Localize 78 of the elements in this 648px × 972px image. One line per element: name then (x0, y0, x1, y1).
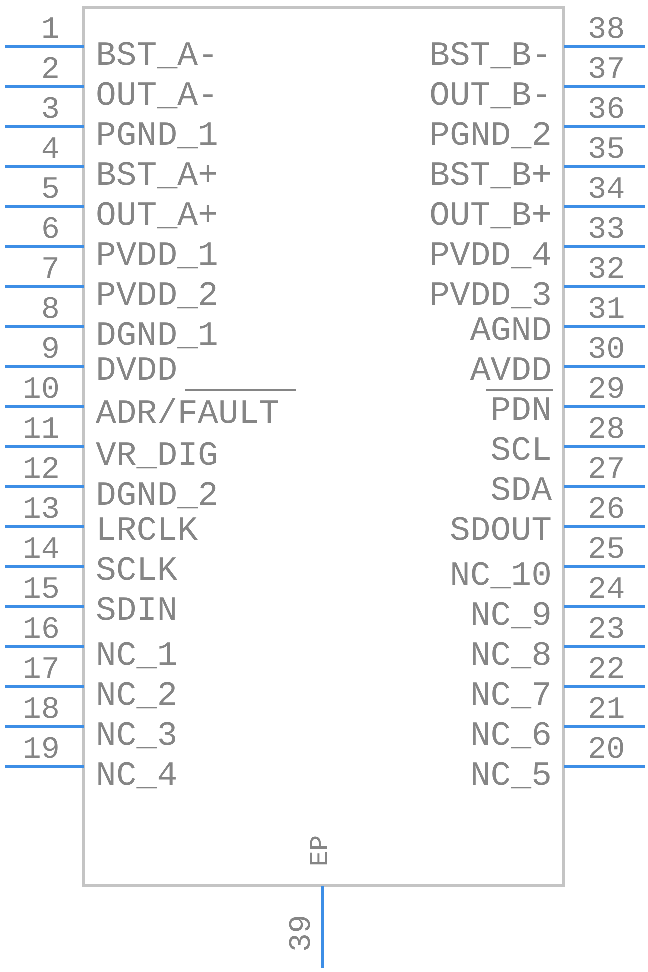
pin-name: NC_2 (96, 680, 178, 714)
pin-number: 14 (22, 535, 60, 566)
pin-name: ADR/FAULT (96, 398, 280, 432)
pin-name: EP (308, 835, 334, 867)
pin-number: 12 (22, 455, 60, 486)
pin-name: NC_3 (96, 720, 178, 754)
pin-name: PVDD_2 (96, 280, 218, 314)
pin-number: 13 (22, 495, 60, 526)
pin-name: PVDD_1 (96, 240, 218, 274)
pin-name: OUT_A+ (96, 200, 218, 234)
pin-name: PGND_2 (430, 120, 552, 154)
pin-name: NC_6 (470, 720, 552, 754)
pin-number: 24 (588, 575, 626, 606)
pin-name: DVDD (96, 355, 178, 389)
pin-number: 20 (588, 735, 626, 766)
pin-number: 3 (41, 95, 60, 126)
pin-name: BST_B- (430, 40, 552, 74)
pin-number: 17 (22, 655, 60, 686)
pin-name: BST_A- (96, 40, 218, 74)
pin-number: 4 (41, 135, 60, 166)
pin-number: 33 (588, 215, 626, 246)
pin-name: NC_7 (470, 680, 552, 714)
pin-number: 16 (22, 615, 60, 646)
pin-number: 18 (22, 695, 60, 726)
pin-number: 34 (588, 175, 626, 206)
pin-name: DGND_2 (96, 480, 218, 514)
pin-number: 22 (588, 655, 626, 686)
pin-number: 21 (588, 695, 626, 726)
pin-name: NC_1 (96, 640, 178, 674)
pin-number: 26 (588, 495, 626, 526)
pin-number: 27 (588, 455, 626, 486)
pin-name: SDA (490, 475, 552, 509)
pin-number: 36 (588, 95, 626, 126)
pin-number: 19 (22, 735, 60, 766)
pin-number: 28 (588, 415, 626, 446)
pin-number: 23 (588, 615, 626, 646)
pin-name: SCLK (96, 555, 178, 589)
pin-number: 38 (588, 15, 626, 46)
pin-name: NC_5 (470, 760, 552, 794)
pin-number: 30 (588, 335, 626, 366)
pin-number: 11 (22, 415, 60, 446)
pin-name: PVDD_3 (430, 280, 552, 314)
pin-name: NC_9 (470, 600, 552, 634)
pin-number: 6 (41, 215, 60, 246)
pin-number: 31 (588, 295, 626, 326)
pin-number: 8 (41, 295, 60, 326)
pin-number: 10 (22, 375, 60, 406)
pin-name: PDN (490, 395, 552, 429)
pin-number: 25 (588, 535, 626, 566)
pin-name: NC_10 (450, 560, 552, 594)
pin-number: 35 (588, 135, 626, 166)
pin-name: SDOUT (450, 515, 552, 549)
pin-number: 29 (588, 375, 626, 406)
pin-name: AVDD (470, 355, 552, 389)
pin-name: PVDD_4 (430, 240, 552, 274)
pin-number: 15 (22, 575, 60, 606)
pin-number: 2 (41, 55, 60, 86)
pin-name: BST_B+ (430, 160, 552, 194)
pin-number: 1 (41, 15, 60, 46)
pin-name: VR_DIG (96, 440, 218, 474)
pin-name: OUT_A- (96, 80, 218, 114)
pin-name: SDIN (96, 595, 178, 629)
pin-name: PGND_1 (96, 120, 218, 154)
pin-name: OUT_B- (430, 80, 552, 114)
pin-name: NC_4 (96, 760, 178, 794)
pin-number: 5 (41, 175, 60, 206)
pin-name: BST_A+ (96, 160, 218, 194)
pin-name: SCL (490, 435, 552, 469)
pin-number: 37 (588, 55, 626, 86)
pin-number: 9 (41, 335, 60, 366)
pin-name: AGND (470, 315, 552, 349)
pin-name: NC_8 (470, 640, 552, 674)
pin-name: DGND_1 (96, 320, 218, 354)
pin-name: OUT_B+ (430, 200, 552, 234)
pin-number: 32 (588, 255, 626, 286)
pin-number: 7 (41, 255, 60, 286)
pin-name: LRCLK (96, 515, 198, 549)
pin-number: 39 (287, 914, 318, 952)
